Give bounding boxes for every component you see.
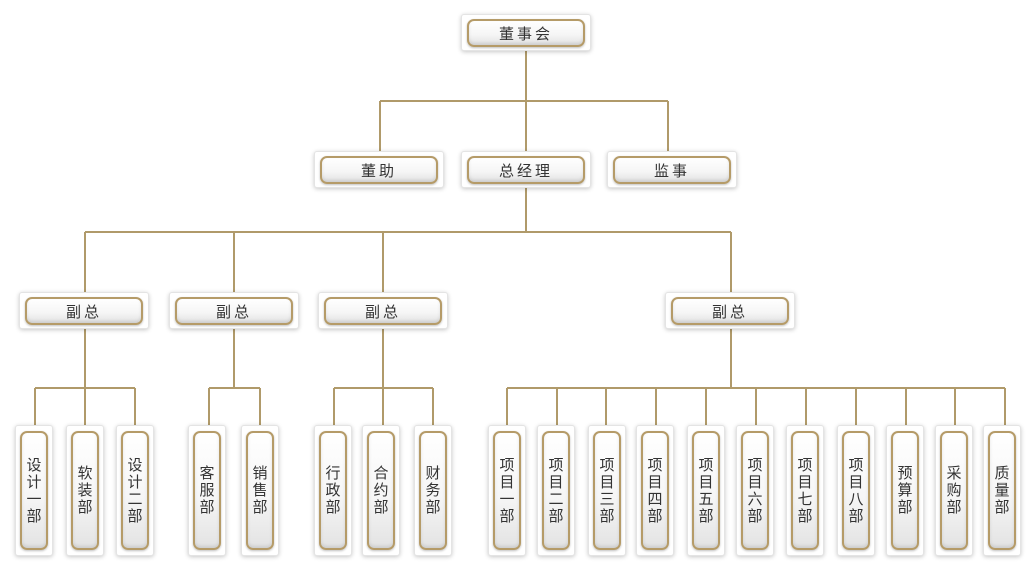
dept-node-quality: 质量部 bbox=[988, 431, 1016, 550]
dept-node-project-1: 项目一部 bbox=[493, 431, 521, 550]
dept-node-project-2: 项目二部 bbox=[542, 431, 570, 550]
general-manager-node: 总经理 bbox=[467, 156, 585, 184]
dept-node-project-5: 项目五部 bbox=[692, 431, 720, 550]
vp-node-2: 副总 bbox=[175, 297, 293, 325]
dept-node-customer-service: 客服部 bbox=[193, 431, 221, 550]
board-node: 董事会 bbox=[467, 19, 585, 47]
supervisor-node: 监事 bbox=[613, 156, 731, 184]
dept-node-design-1: 设计一部 bbox=[20, 431, 48, 550]
dept-node-administration: 行政部 bbox=[319, 431, 347, 550]
dept-node-project-8: 项目八部 bbox=[842, 431, 870, 550]
vp-node-1: 副总 bbox=[25, 297, 143, 325]
dept-node-design-2: 设计二部 bbox=[121, 431, 149, 550]
board-assistant-node: 董助 bbox=[320, 156, 438, 184]
dept-node-finance: 财务部 bbox=[419, 431, 447, 550]
vp-node-4: 副总 bbox=[671, 297, 789, 325]
vp-node-3: 副总 bbox=[324, 297, 442, 325]
dept-node-contracts: 合约部 bbox=[367, 431, 395, 550]
dept-node-project-6: 项目六部 bbox=[741, 431, 769, 550]
connector-lines bbox=[34, 51, 1006, 426]
dept-node-project-3: 项目三部 bbox=[593, 431, 621, 550]
dept-node-sales: 销售部 bbox=[246, 431, 274, 550]
dept-node-project-4: 项目四部 bbox=[641, 431, 669, 550]
dept-node-project-7: 项目七部 bbox=[791, 431, 819, 550]
dept-node-soft-decoration: 软装部 bbox=[71, 431, 99, 550]
dept-node-budget: 预算部 bbox=[891, 431, 919, 550]
dept-node-procurement: 采购部 bbox=[940, 431, 968, 550]
